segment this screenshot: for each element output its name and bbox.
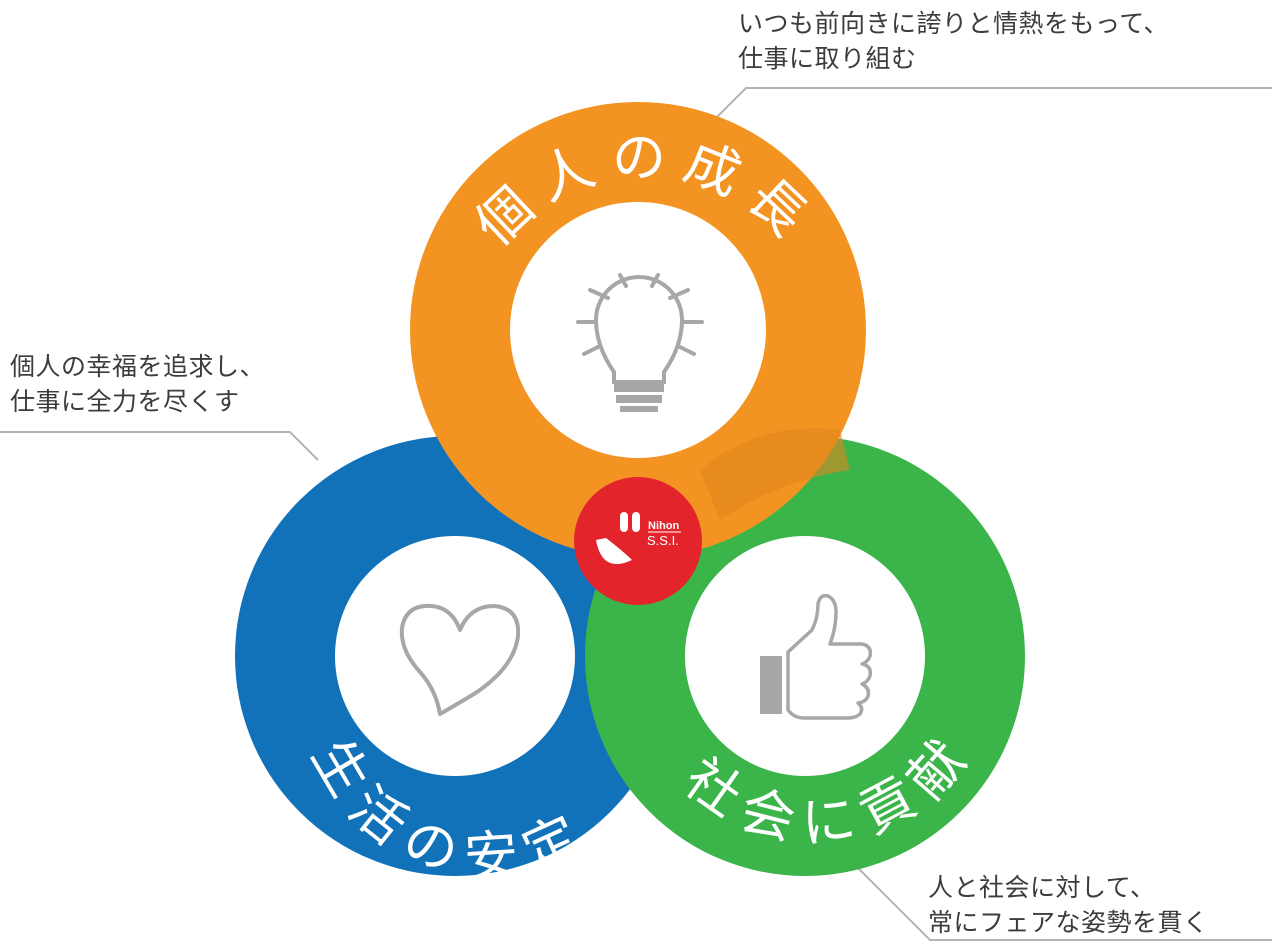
connector-line-bottom bbox=[857, 867, 1272, 941]
note-left-line1: 個人の幸福を追求し、 bbox=[10, 352, 266, 381]
note-top-line1: いつも前向きに誇りと情熱をもって、 bbox=[738, 9, 1170, 38]
logo-line1: Nihon bbox=[648, 520, 679, 532]
connector-line-top bbox=[715, 87, 1272, 119]
note-life-stability: 個人の幸福を追求し、 仕事に全力を尽くす bbox=[10, 349, 265, 419]
heart-icon bbox=[399, 603, 521, 716]
note-bottom-line1: 人と社会に対して、 bbox=[928, 873, 1156, 902]
logo-badge bbox=[574, 477, 702, 605]
lightbulb-icon bbox=[576, 273, 704, 412]
thumbs-up-icon bbox=[760, 593, 873, 720]
ring-shadow bbox=[700, 428, 850, 520]
note-personal-growth: いつも前向きに誇りと情熱をもって、 仕事に取り組む bbox=[738, 6, 1169, 76]
connector-line-left bbox=[0, 431, 319, 461]
note-top-line2: 仕事に取り組む bbox=[738, 44, 917, 73]
smile-icon bbox=[596, 538, 632, 565]
note-left-line2: 仕事に全力を尽くす bbox=[10, 387, 240, 416]
ring-right bbox=[585, 436, 1025, 876]
note-social-contribution: 人と社会に対して、 常にフェアな姿勢を貫く bbox=[928, 870, 1209, 940]
note-bottom-line2: 常にフェアな姿勢を貫く bbox=[928, 908, 1209, 937]
connector-lines bbox=[0, 87, 1272, 941]
company-logo: Nihon S.S.I. bbox=[574, 477, 702, 605]
logo-line2: S.S.I. bbox=[647, 533, 679, 548]
